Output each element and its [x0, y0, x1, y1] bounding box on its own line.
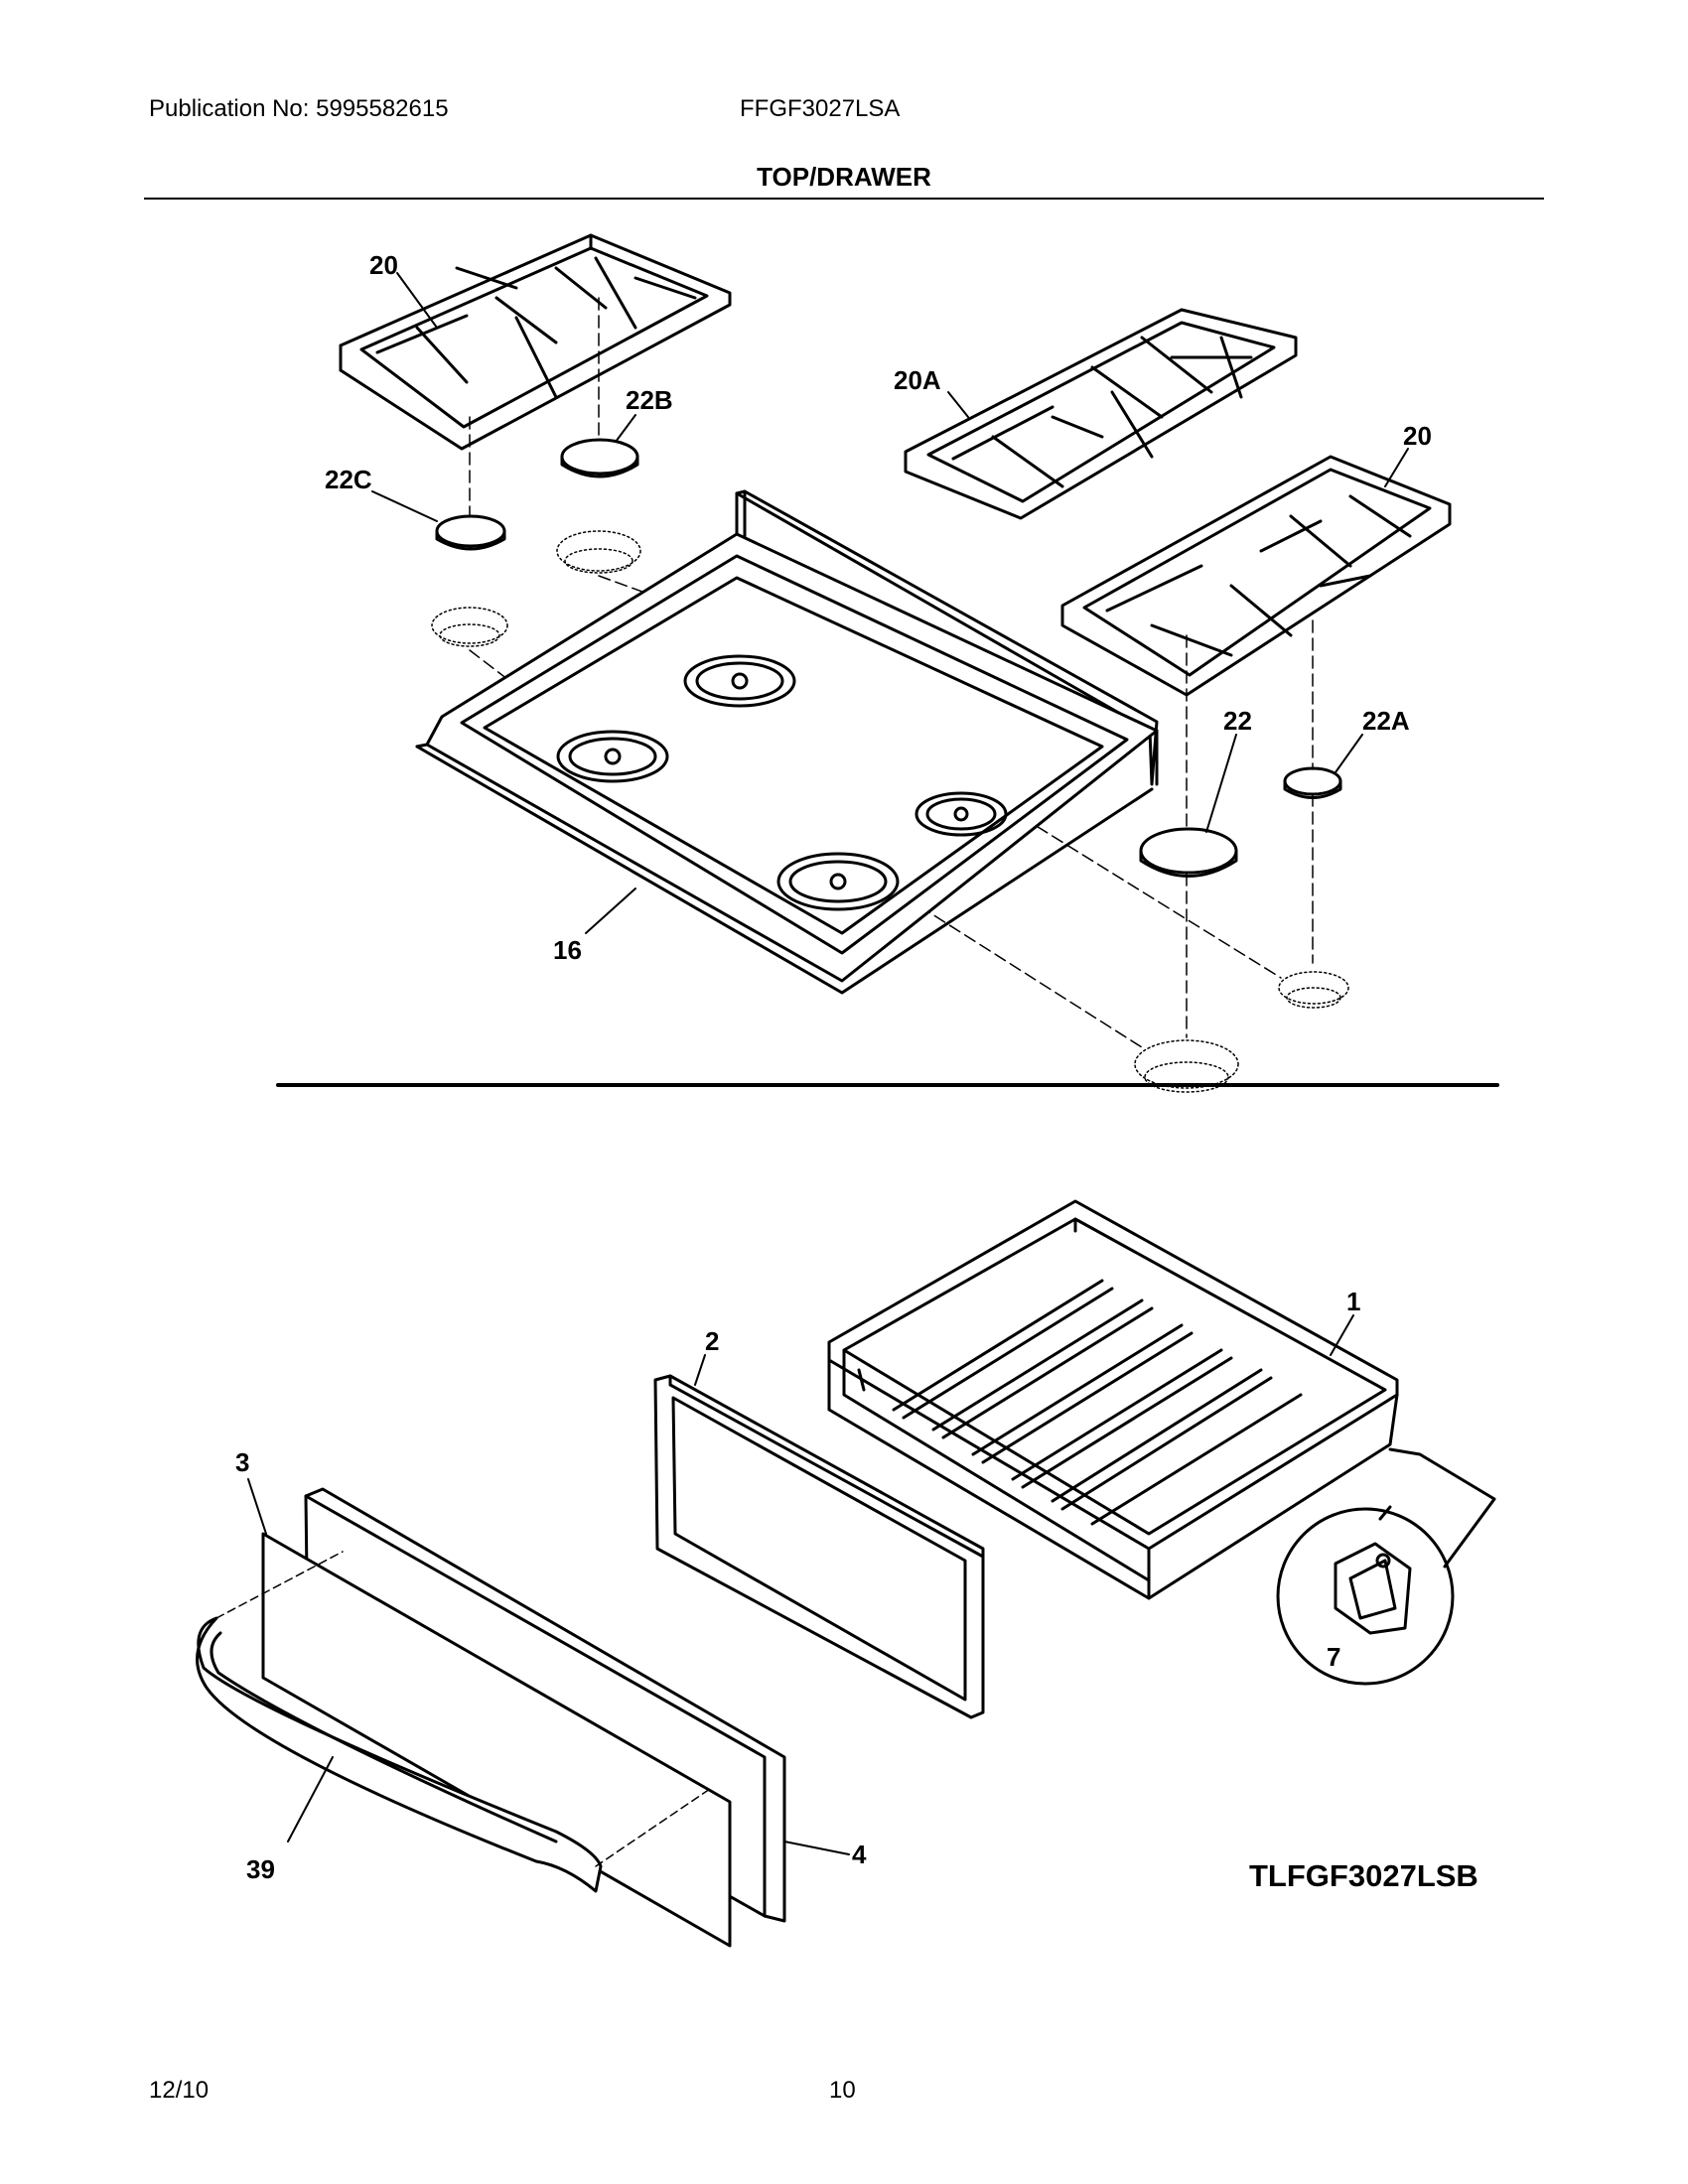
callout-4: 4 [852, 1840, 867, 1869]
callout-20-left: 20 [369, 250, 398, 280]
drawer-roller-detail [1276, 1447, 1496, 1686]
drawer-body [827, 1199, 1399, 1600]
left-burner-grate [339, 233, 732, 451]
leader-lines-drawer [247, 1314, 1354, 1855]
callout-22c: 22C [325, 465, 372, 494]
drawer-alignment-lines [215, 1551, 714, 1867]
right-burner-grate [1060, 455, 1452, 697]
burner-heads [431, 530, 1349, 1093]
model-number: FFGF3027LSA [740, 95, 901, 122]
callout-20-right: 20 [1403, 421, 1432, 451]
section-title: TOP/DRAWER [757, 162, 931, 192]
callout-1: 1 [1346, 1287, 1360, 1316]
callout-3: 3 [235, 1447, 249, 1477]
callout-22b: 22B [626, 385, 673, 415]
center-burner-grate [904, 308, 1298, 520]
header-rule [144, 198, 1544, 200]
burner-cap-22b [560, 438, 639, 478]
drawer-front-outer [261, 1532, 732, 1948]
drawer-inner-panel [653, 1374, 985, 1719]
callout-20a: 20A [894, 365, 941, 395]
leader-lines-top [371, 272, 1409, 934]
burner-cap-22c [435, 514, 506, 551]
publication-date: 12/10 [149, 2077, 210, 2104]
callout-22: 22 [1223, 706, 1252, 736]
burner-cap-22 [1139, 827, 1238, 878]
callout-7: 7 [1327, 1642, 1340, 1672]
cooktop [415, 489, 1159, 995]
publication-number: Publication No: 5995582615 [149, 95, 449, 122]
callout-16: 16 [553, 935, 582, 965]
burner-cap-22a [1283, 766, 1342, 799]
diagram-code: TLFGF3027LSB [1249, 1858, 1478, 1893]
callout-2: 2 [705, 1326, 719, 1356]
callout-22a: 22A [1362, 706, 1410, 736]
callout-39: 39 [246, 1854, 275, 1884]
drawer-handle [196, 1616, 603, 1893]
page-number: 10 [829, 2077, 856, 2104]
